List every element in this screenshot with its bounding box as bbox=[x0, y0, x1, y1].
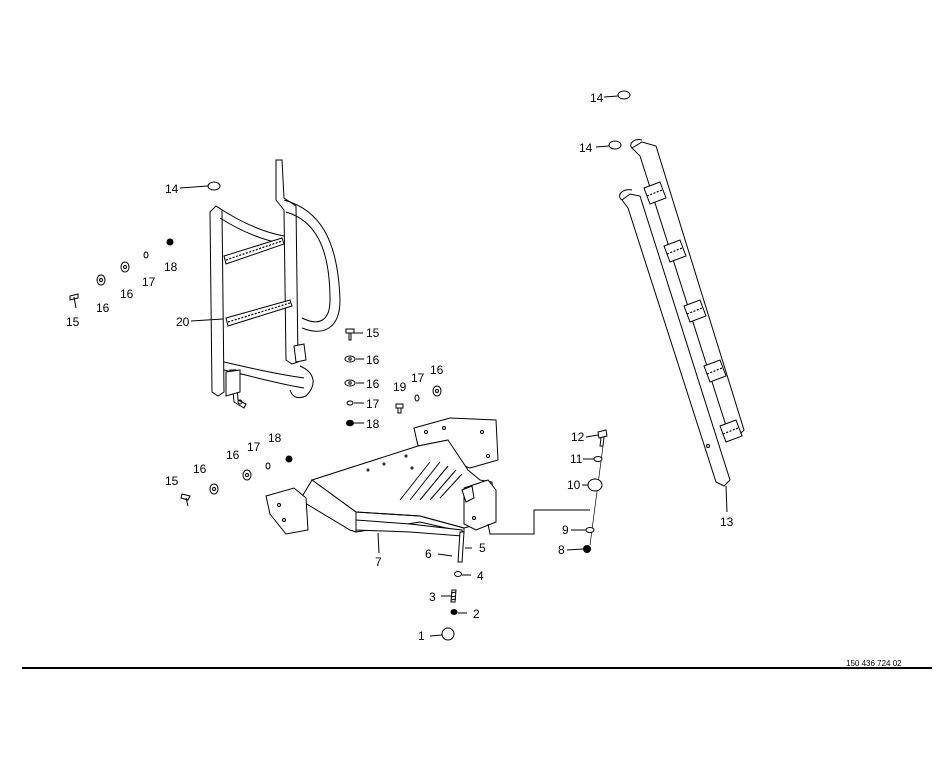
ladder-assembly-20 bbox=[209, 159, 341, 409]
nut-18-center bbox=[346, 419, 354, 427]
callout-3: 3 bbox=[429, 590, 436, 604]
callout-18-lower: 18 bbox=[268, 431, 282, 445]
callout-15-left: 15 bbox=[66, 315, 80, 329]
callout-12: 12 bbox=[571, 430, 585, 444]
cap-14-left bbox=[207, 181, 221, 191]
pin-6 bbox=[457, 531, 465, 563]
nut-18-lower bbox=[285, 455, 293, 463]
callout-11: 11 bbox=[570, 452, 583, 466]
callout-14-right-top: 14 bbox=[590, 91, 604, 105]
callout-8: 8 bbox=[558, 543, 565, 557]
washer-16-center-b bbox=[344, 379, 356, 387]
callout-18-center: 18 bbox=[366, 417, 380, 431]
washer-16-lower-b bbox=[209, 483, 219, 495]
leader-platform-to-hardware bbox=[487, 509, 590, 535]
callout-13: 13 bbox=[720, 515, 734, 529]
washer-16-right bbox=[432, 385, 442, 397]
cap-14-right-mid bbox=[608, 140, 622, 150]
callout-14-left: 14 bbox=[165, 182, 179, 196]
bolt-12 bbox=[597, 429, 608, 447]
hardware-left-group bbox=[69, 181, 221, 309]
nut-18-left bbox=[166, 238, 174, 246]
callout-18-left: 18 bbox=[164, 260, 178, 274]
callout-16-center-a: 16 bbox=[366, 353, 380, 367]
ladder-13 bbox=[619, 139, 745, 487]
nut-8 bbox=[583, 545, 591, 553]
washer-16-lower-a bbox=[242, 469, 252, 481]
bolt-15-left bbox=[69, 293, 79, 309]
callout-10: 10 bbox=[567, 478, 581, 492]
callout-labels: 14 14 14 18 17 16 16 15 20 15 16 16 17 1… bbox=[66, 91, 734, 643]
callout-9: 9 bbox=[562, 523, 569, 537]
drawing-number: 150 436 724 02 bbox=[846, 659, 902, 668]
callout-19: 19 bbox=[393, 380, 407, 394]
callout-16-lower-b: 16 bbox=[193, 462, 207, 476]
callout-2: 2 bbox=[473, 607, 480, 621]
washer-16-left-a bbox=[120, 261, 130, 273]
callout-14-right-mid: 14 bbox=[579, 141, 593, 155]
hardware-right-stack bbox=[583, 429, 608, 553]
lock-washer-17-center bbox=[346, 400, 354, 406]
hardware-lower-left bbox=[180, 455, 293, 507]
bolt-15-lower bbox=[180, 493, 191, 507]
callout-16-center-b: 16 bbox=[366, 377, 380, 391]
platform-7 bbox=[265, 417, 499, 537]
lock-washer-17-right bbox=[414, 394, 420, 402]
bolt-15-center bbox=[345, 328, 355, 341]
callout-15-center: 15 bbox=[366, 326, 380, 340]
callout-20: 20 bbox=[176, 315, 190, 329]
knob-1 bbox=[441, 627, 455, 641]
lock-washer-17-lower bbox=[265, 462, 271, 470]
leader-lines bbox=[179, 95, 728, 637]
callout-7: 7 bbox=[375, 555, 382, 569]
callout-17-lower: 17 bbox=[247, 440, 261, 454]
washer-16-center-a bbox=[344, 355, 356, 363]
callout-6: 6 bbox=[425, 547, 432, 561]
callout-17-right: 17 bbox=[411, 371, 425, 385]
hardware-center-column bbox=[344, 328, 442, 427]
callout-4: 4 bbox=[477, 569, 484, 583]
bolt-19 bbox=[395, 403, 404, 414]
callout-5: 5 bbox=[479, 541, 486, 555]
washer-11 bbox=[593, 456, 603, 462]
callout-16-lower-a: 16 bbox=[226, 448, 240, 462]
callout-15-lower: 15 bbox=[165, 474, 179, 488]
spacer-10 bbox=[587, 478, 603, 492]
callout-16-left-a: 16 bbox=[120, 287, 134, 301]
callout-17-center: 17 bbox=[366, 397, 380, 411]
callout-17-left: 17 bbox=[142, 275, 156, 289]
callout-1: 1 bbox=[418, 629, 425, 643]
hardware-bottom-stack bbox=[441, 531, 465, 641]
callout-16-left-b: 16 bbox=[96, 301, 110, 315]
washer-4 bbox=[454, 571, 462, 577]
washer-16-left-b bbox=[96, 274, 106, 286]
washer-9 bbox=[585, 527, 595, 533]
nut-2 bbox=[450, 609, 458, 615]
cap-14-right-top bbox=[617, 90, 631, 100]
lock-washer-17-left bbox=[143, 251, 149, 259]
callout-16-right: 16 bbox=[430, 363, 444, 377]
